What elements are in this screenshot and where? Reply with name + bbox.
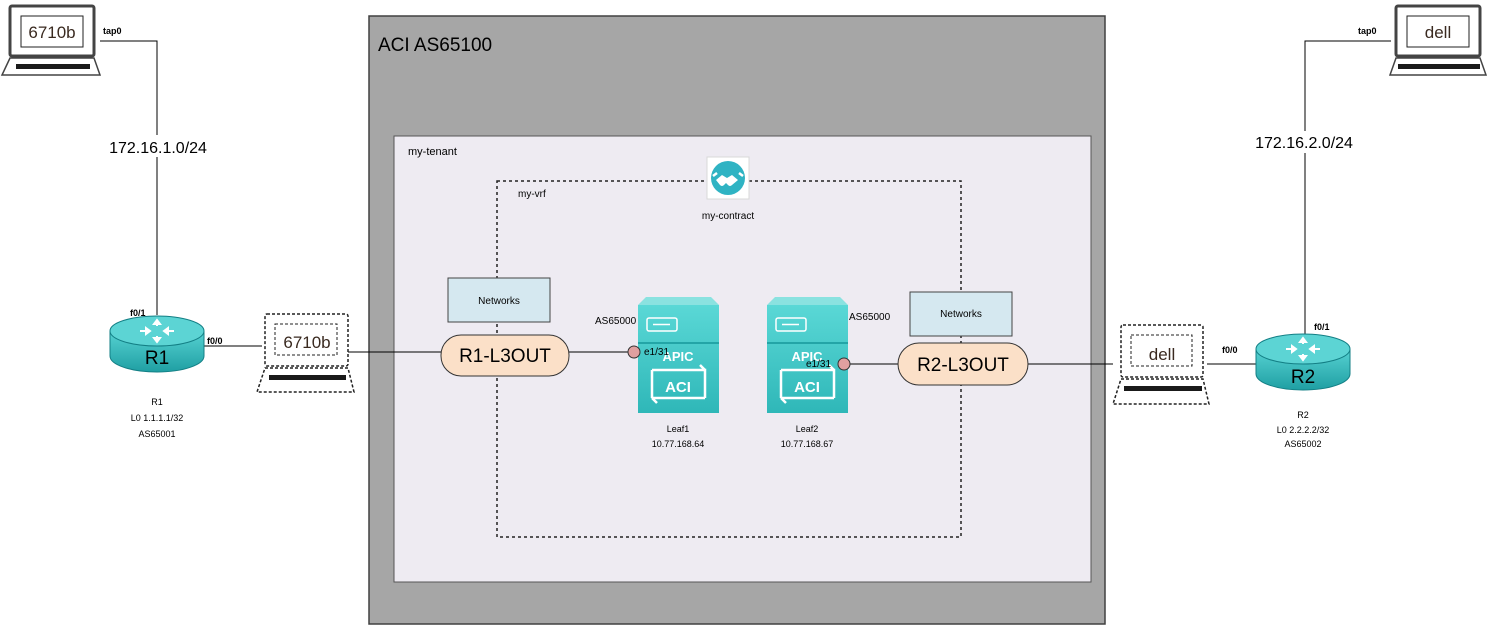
apic-text: APIC xyxy=(791,349,823,364)
contract-name: my-contract xyxy=(702,211,754,222)
r2-caption-as: AS65002 xyxy=(1284,439,1321,449)
l3out-label: R2-L3OUT xyxy=(917,355,1009,376)
tap0-label-left: tap0 xyxy=(103,26,122,36)
host-label: dell xyxy=(1149,345,1175,364)
networks-box-left: Networks xyxy=(447,277,551,323)
r1-port-f00: f0/0 xyxy=(207,336,223,346)
leaf2-name: Leaf2 xyxy=(796,424,819,434)
l3out-right: R2-L3OUT xyxy=(897,342,1029,386)
r2-port-f00: f0/0 xyxy=(1222,345,1238,355)
apic-text: APIC xyxy=(662,349,694,364)
laptop-icon-mid-right: dell xyxy=(1111,324,1210,405)
l3out-left: R1-L3OUT xyxy=(440,334,570,377)
laptop-icon-top-left: 6710b xyxy=(0,4,102,76)
leaf2-port-dot xyxy=(837,357,851,371)
laptop-icon-top-right: dell xyxy=(1388,4,1488,76)
leaf2-port: e1/31 xyxy=(806,359,831,370)
router-label: R2 xyxy=(1291,367,1315,388)
host-label: 6710b xyxy=(283,333,330,352)
links xyxy=(100,40,1391,365)
leaf2-ip: 10.77.168.67 xyxy=(781,439,834,449)
networks-label: Networks xyxy=(478,296,520,307)
r2-caption-loopback: L0 2.2.2.2/32 xyxy=(1277,425,1330,435)
aci-text: ACI xyxy=(794,379,820,396)
networks-label: Networks xyxy=(940,309,982,320)
leaf-switch-icon-leaf2: APIC ACI xyxy=(767,297,848,413)
leaf1-as: AS65000 xyxy=(595,316,637,327)
aci-text: ACI xyxy=(665,379,691,396)
router-icon-r2: R2 xyxy=(1255,333,1351,391)
r1-caption-name: R1 xyxy=(151,397,163,407)
networks-box-right: Networks xyxy=(909,291,1013,337)
laptop-icon-mid-left: 6710b xyxy=(255,313,355,393)
link-r1-tap0 xyxy=(100,40,158,315)
subnet-right: 172.16.2.0/24 xyxy=(1255,135,1353,152)
link-r2-tap0 xyxy=(1304,40,1391,335)
leaf2-as: AS65000 xyxy=(849,312,891,323)
l3out-label: R1-L3OUT xyxy=(459,346,551,367)
host-label: dell xyxy=(1425,23,1451,42)
leaf-switch-icon-leaf1: APIC ACI xyxy=(638,297,719,413)
tap0-label-right: tap0 xyxy=(1358,26,1377,36)
router-icon-r1: R1 xyxy=(109,315,205,373)
subnet-left: 172.16.1.0/24 xyxy=(109,140,207,157)
router-label: R1 xyxy=(145,348,169,369)
subnet-left-bg xyxy=(99,135,217,157)
leaf1-ip: 10.77.168.64 xyxy=(652,439,705,449)
r1-caption-loopback: L0 1.1.1.1/32 xyxy=(131,413,184,423)
r1-port-f01: f0/1 xyxy=(130,308,146,318)
host-label: 6710b xyxy=(28,23,75,42)
r2-port-f01: f0/1 xyxy=(1314,322,1330,332)
r1-caption-as: AS65001 xyxy=(138,429,175,439)
tenant-name: my-tenant xyxy=(408,146,457,158)
contract-icon xyxy=(706,156,750,200)
leaf1-port-dot xyxy=(627,345,641,359)
fabric-title: ACI AS65100 xyxy=(378,35,492,56)
leaf1-port: e1/31 xyxy=(644,347,669,358)
vrf-name: my-vrf xyxy=(518,189,546,200)
r2-caption-name: R2 xyxy=(1297,410,1309,420)
subnet-right-bg xyxy=(1245,131,1363,153)
leaf1-name: Leaf1 xyxy=(667,424,690,434)
